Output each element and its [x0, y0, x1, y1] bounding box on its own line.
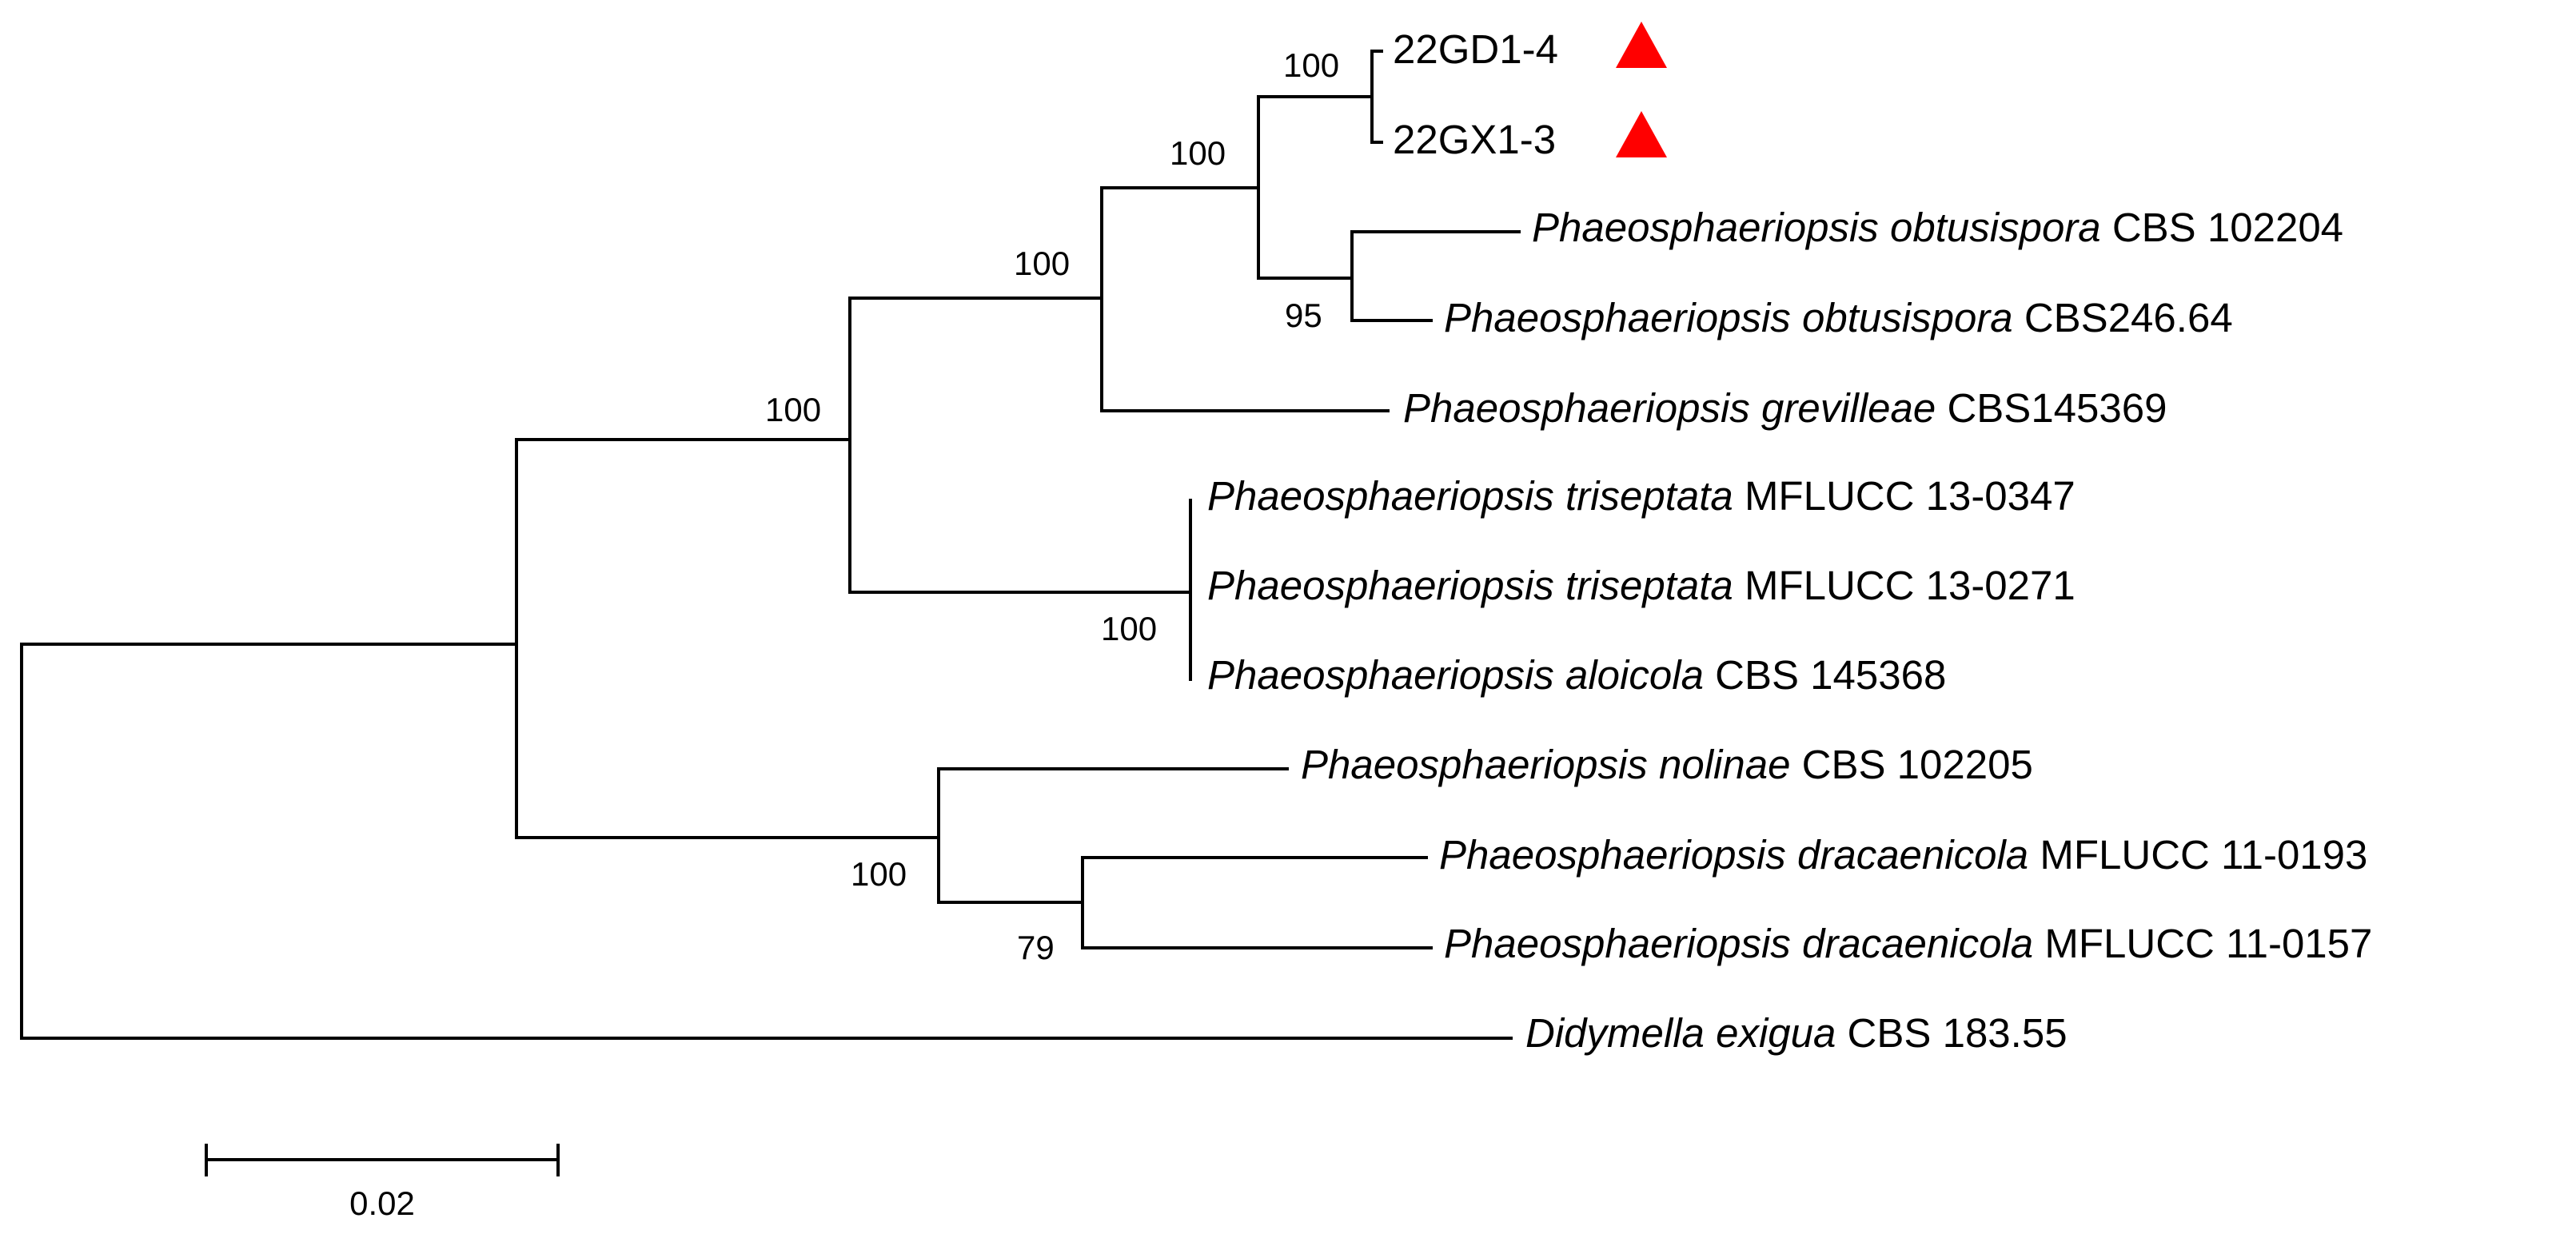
species: nolinae — [1659, 742, 1790, 787]
triangle-marker-22GD1-4 — [1616, 22, 1667, 68]
taxon-label-obtusispora-cbs102204: Phaeosphaeriopsis obtusispora CBS 102204 — [1532, 205, 2343, 250]
support-value: 100 — [851, 855, 907, 893]
support-value: 100 — [1101, 610, 1157, 647]
taxon-label-didymella-exigua: Didymella exigua CBS 183.55 — [1525, 1010, 2068, 1056]
genus: Phaeosphaeriopsis — [1532, 205, 1879, 250]
triangle-marker-22GX1-3 — [1616, 111, 1667, 157]
strain: MFLUCC 11-0157 — [2044, 921, 2372, 966]
species: aloicola — [1565, 652, 1704, 698]
species: grevilleae — [1761, 385, 1936, 431]
taxon-label-dracaenicola-0157: Phaeosphaeriopsis dracaenicola MFLUCC 11… — [1444, 921, 2372, 966]
support-value: 100 — [765, 391, 821, 428]
taxon-label-22GD1-4: 22GD1-4 — [1393, 26, 1558, 72]
taxon-label-nolinae: Phaeosphaeriopsis nolinae CBS 102205 — [1301, 742, 2033, 787]
strain: 22GX1-3 — [1393, 117, 1556, 162]
taxon-label-obtusispora-cbs246: Phaeosphaeriopsis obtusispora CBS246.64 — [1444, 295, 2233, 340]
strain: CBS 145368 — [1715, 652, 1946, 698]
species: triseptata — [1565, 563, 1733, 608]
species: triseptata — [1565, 473, 1733, 519]
strain: CBS 183.55 — [1848, 1010, 2068, 1056]
species: obtusispora — [1890, 205, 2101, 250]
genus: Phaeosphaeriopsis — [1439, 832, 1786, 878]
support-value: 95 — [1285, 297, 1322, 334]
species: dracaenicola — [1802, 921, 2033, 966]
genus: Phaeosphaeriopsis — [1207, 652, 1554, 698]
strain: CBS246.64 — [2024, 295, 2233, 340]
strain: MFLUCC 11-0193 — [2040, 832, 2367, 878]
genus: Phaeosphaeriopsis — [1444, 921, 1791, 966]
strain: MFLUCC 13-0271 — [1745, 563, 2076, 608]
genus: Didymella — [1525, 1010, 1705, 1056]
support-value: 100 — [1283, 46, 1339, 84]
strain: CBS145369 — [1947, 385, 2167, 431]
support-value: 100 — [1170, 134, 1226, 172]
strain: CBS 102204 — [2112, 205, 2343, 250]
taxon-label-dracaenicola-0193: Phaeosphaeriopsis dracaenicola MFLUCC 11… — [1439, 832, 2367, 878]
genus: Phaeosphaeriopsis — [1207, 563, 1554, 608]
taxon-label-triseptata-0347: Phaeosphaeriopsis triseptata MFLUCC 13-0… — [1207, 473, 2076, 519]
highlight-markers — [1616, 22, 1667, 157]
scale-bar: 0.02 — [205, 1144, 560, 1222]
genus: Phaeosphaeriopsis — [1301, 742, 1648, 787]
species: exigua — [1716, 1010, 1836, 1056]
genus: Phaeosphaeriopsis — [1444, 295, 1791, 340]
support-value: 100 — [1014, 245, 1070, 282]
taxon-label-triseptata-0271: Phaeosphaeriopsis triseptata MFLUCC 13-0… — [1207, 563, 2076, 608]
scale-bar-label: 0.02 — [349, 1184, 415, 1222]
strain: MFLUCC 13-0347 — [1745, 473, 2076, 519]
species: dracaenicola — [1797, 832, 2028, 878]
strain: CBS 102205 — [1802, 742, 2033, 787]
strain: 22GD1-4 — [1393, 26, 1558, 72]
genus: Phaeosphaeriopsis — [1207, 473, 1554, 519]
genus: Phaeosphaeriopsis — [1403, 385, 1750, 431]
tree-branches — [20, 50, 1521, 1040]
taxon-label-grevilleae: Phaeosphaeriopsis grevilleae CBS145369 — [1403, 385, 2167, 431]
support-value: 79 — [1017, 929, 1055, 966]
species: obtusispora — [1802, 295, 2013, 340]
taxon-label-aloicola: Phaeosphaeriopsis aloicola CBS 145368 — [1207, 652, 1946, 698]
taxon-label-22GX1-3: 22GX1-3 — [1393, 117, 1556, 162]
